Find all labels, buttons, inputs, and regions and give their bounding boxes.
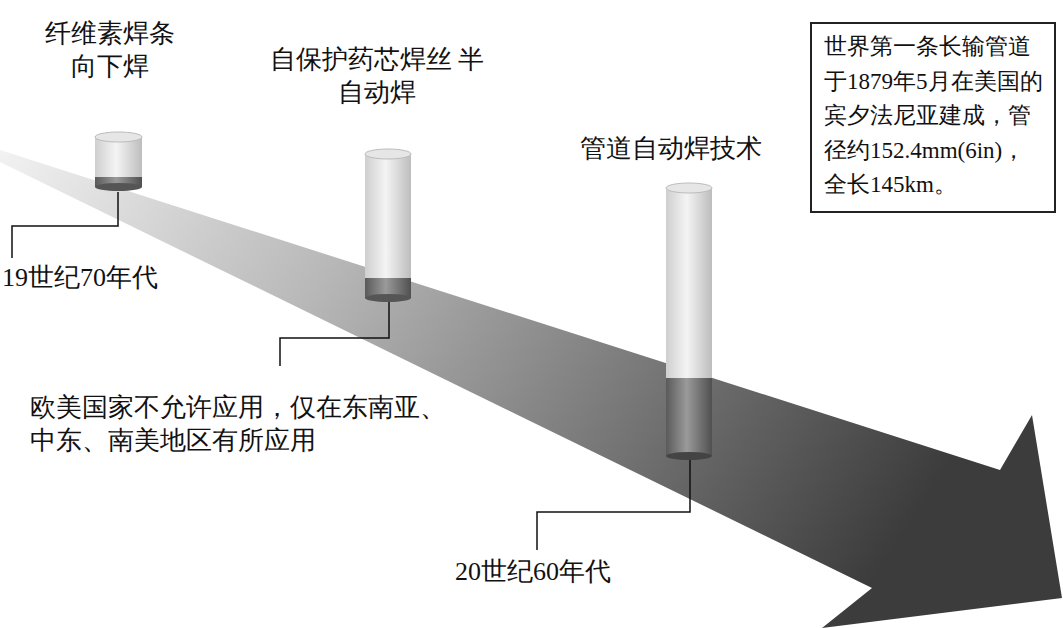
- cylinder: [666, 183, 712, 460]
- timeline-arrow: [0, 150, 1062, 628]
- timeline-label: 自保护药芯焊丝 半自动焊: [262, 44, 492, 109]
- note-text: 世界第一条长输管道于1879年5月在美国的宾夕法尼亚建成，管径约152.4mm(…: [824, 30, 1044, 203]
- label-text: 管道自动焊技术: [580, 134, 762, 163]
- label-text: 纤维素焊条 向下焊: [45, 19, 175, 81]
- cylinder: [95, 132, 142, 191]
- cylinder: [365, 149, 411, 302]
- label-text: 欧美国家不允许应用，仅在东南亚、中东、南美地区有所应用: [30, 393, 446, 455]
- note-box: 世界第一条长输管道于1879年5月在美国的宾夕法尼亚建成，管径约152.4mm(…: [810, 22, 1056, 213]
- timeline-label: 纤维素焊条 向下焊: [30, 18, 190, 83]
- timeline-label: 管道自动焊技术: [580, 133, 810, 166]
- timeline-label: 20世纪60年代: [455, 556, 675, 589]
- leader-line: [537, 460, 690, 550]
- timeline-label: 欧美国家不允许应用，仅在东南亚、中东、南美地区有所应用: [30, 392, 450, 457]
- leader-line: [280, 302, 389, 366]
- timeline-label: 19世纪70年代: [2, 262, 202, 295]
- label-text: 20世纪60年代: [455, 557, 611, 586]
- label-text: 19世纪70年代: [2, 263, 158, 292]
- label-text: 自保护药芯焊丝 半自动焊: [270, 45, 485, 107]
- leader-line: [12, 192, 118, 258]
